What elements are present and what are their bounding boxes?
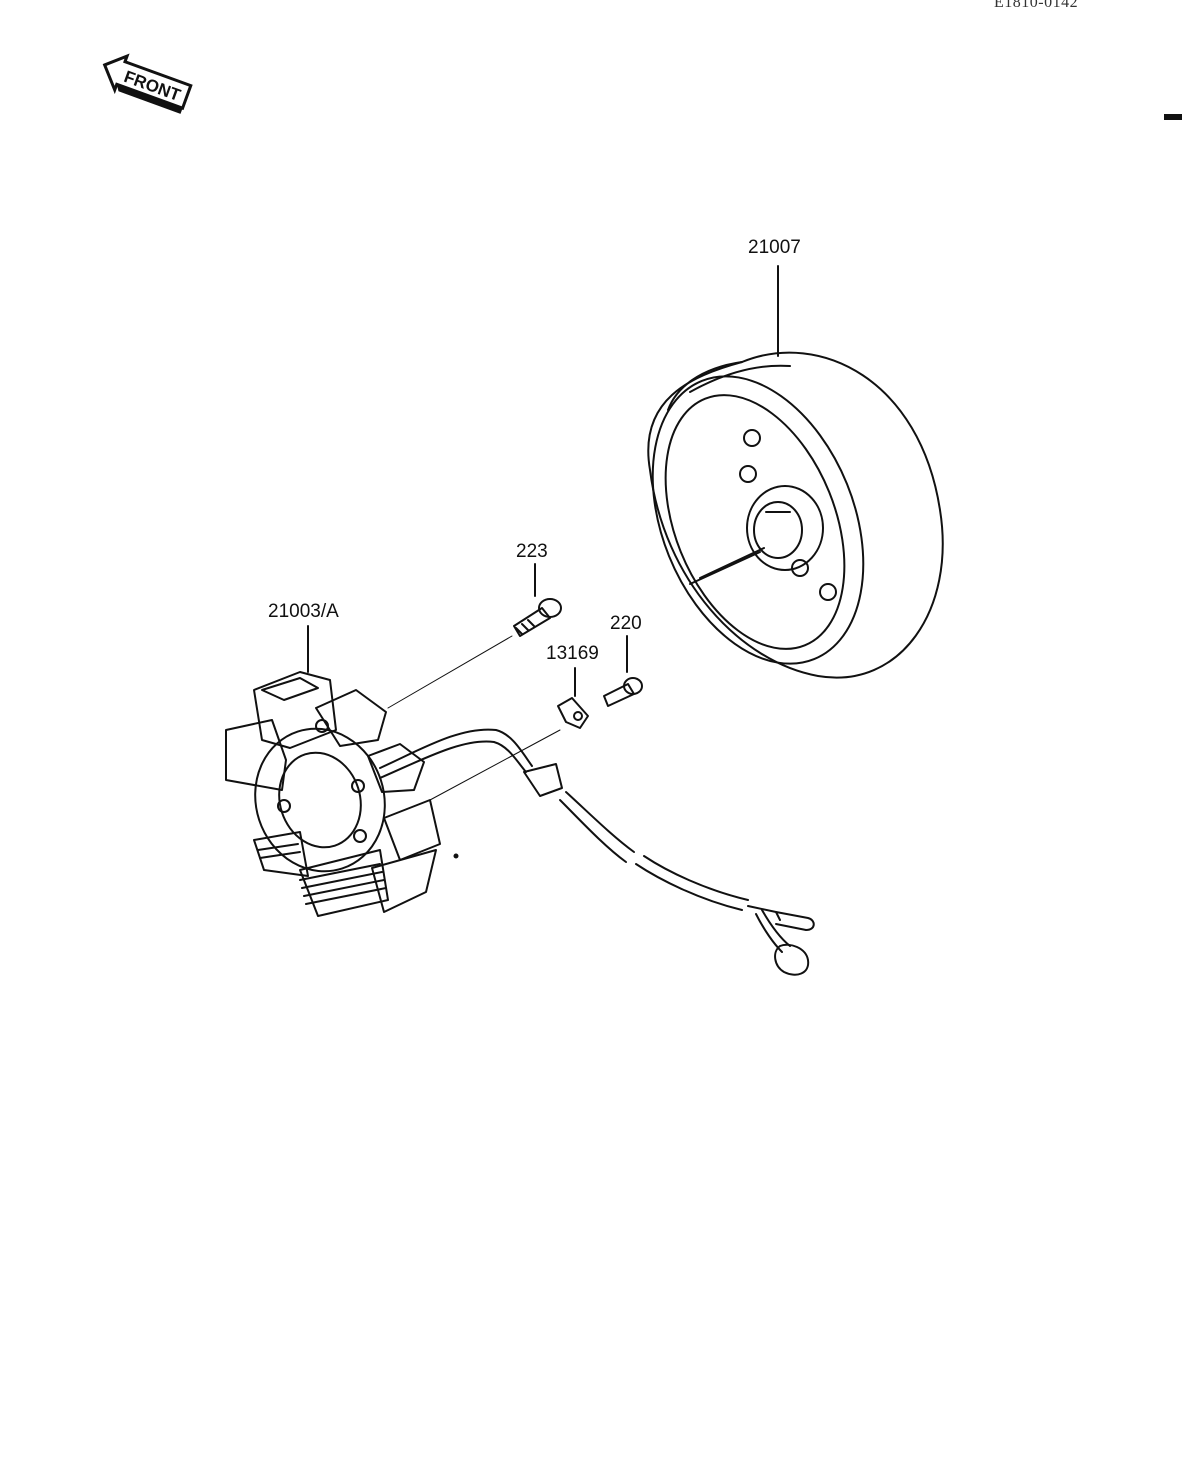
bolt-220: [603, 677, 643, 707]
wire-harness: [379, 728, 815, 976]
edge-mark: [1164, 114, 1182, 120]
part-label-223: 223: [516, 541, 548, 562]
alignment-line-13169: [429, 729, 561, 801]
reference-code: E1810-0142: [994, 0, 1079, 11]
part-label-220: 220: [610, 613, 642, 634]
stator-21003a: [225, 671, 441, 917]
part-label-21003a: 21003/A: [268, 601, 339, 622]
front-arrow-icon: FRONT: [102, 53, 193, 114]
part-label-21007: 21007: [748, 237, 801, 258]
clamp-13169: [557, 697, 589, 729]
bolt-223: [513, 598, 562, 637]
rotor-21007: [647, 351, 944, 679]
part-label-13169: 13169: [546, 643, 599, 664]
alignment-line-223: [387, 635, 513, 709]
